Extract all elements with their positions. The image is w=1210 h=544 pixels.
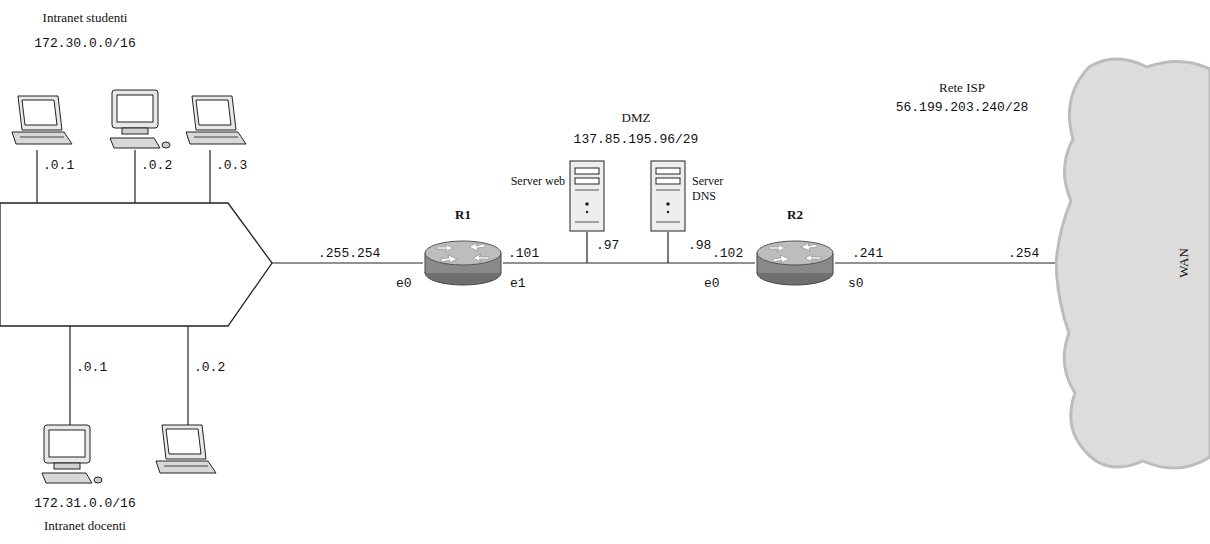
server-link	[667, 232, 668, 263]
lan-bus	[0, 203, 272, 326]
server-link	[586, 232, 587, 263]
address-label: .254	[1008, 246, 1039, 261]
address-label: 137.85.195.96/29	[574, 132, 699, 147]
network-name: Rete ISP	[939, 80, 985, 95]
laptop-icon	[156, 425, 216, 473]
cloud-name: WAN	[1176, 248, 1191, 278]
host-link	[134, 150, 135, 203]
address-label: 56.199.203.240/28	[896, 100, 1029, 115]
address-label: 172.31.0.0/16	[34, 496, 135, 511]
network-link	[835, 263, 1055, 264]
host-link	[187, 326, 188, 425]
laptop-icon	[12, 96, 72, 144]
address-label: .98	[688, 238, 711, 253]
address-label: s0	[848, 276, 864, 291]
address-label: .255.254	[318, 246, 380, 261]
address-label: .0.2	[141, 158, 172, 173]
router-symbol	[423, 239, 503, 287]
address-label: .0.1	[76, 360, 107, 375]
server-node: Server DNS	[650, 150, 750, 234]
address-label: e1	[510, 276, 526, 291]
server-node: Server web	[507, 150, 607, 234]
address-label: .0.3	[216, 158, 247, 173]
address-label: .102	[712, 246, 743, 261]
address-label: .0.2	[194, 360, 225, 375]
desktop-icon	[42, 425, 102, 483]
network-name: DMZ	[622, 110, 651, 125]
address-label: .241	[852, 246, 883, 261]
address-label: 172.30.0.0/16	[34, 36, 135, 51]
router-node: R2	[755, 205, 835, 287]
address-label: .101	[508, 246, 539, 261]
network-name: Intranet docenti	[44, 518, 126, 533]
network-link	[503, 263, 755, 264]
server-tower	[569, 160, 605, 232]
host-link	[209, 150, 210, 203]
router-name: R1	[423, 207, 503, 222]
cloud-node: WAN	[1055, 53, 1210, 473]
router-node: R1	[423, 205, 503, 287]
address-label: e0	[704, 276, 720, 291]
server-tower	[650, 160, 686, 232]
address-label: .0.1	[43, 158, 74, 173]
router-symbol	[755, 239, 835, 287]
host-link	[36, 150, 37, 203]
laptop-icon	[186, 96, 246, 144]
host-link	[69, 326, 70, 425]
address-label: .97	[596, 238, 619, 253]
address-label: e0	[396, 276, 412, 291]
desktop-icon	[110, 90, 170, 148]
network-name: Intranet studenti	[43, 10, 128, 25]
router-name: R2	[755, 207, 835, 222]
router-link	[272, 262, 423, 263]
server-name: Server web	[509, 174, 565, 189]
server-name: Server DNS	[692, 174, 748, 204]
